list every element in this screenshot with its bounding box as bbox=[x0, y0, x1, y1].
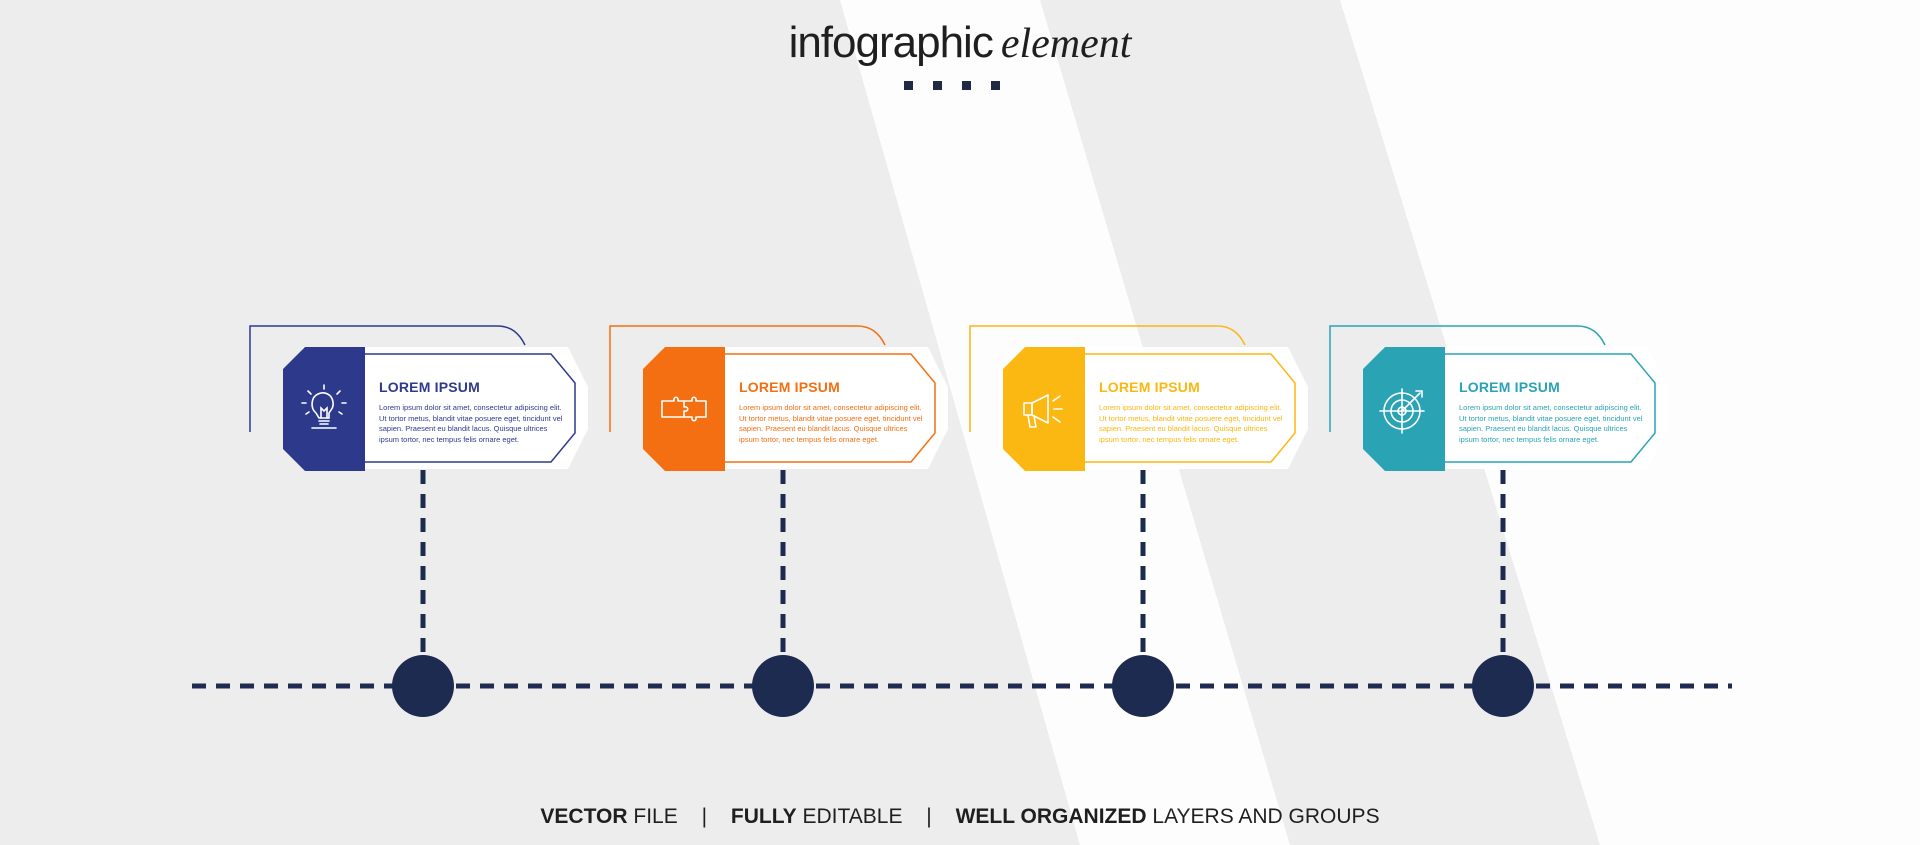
timeline-node bbox=[752, 655, 814, 717]
card-outline bbox=[609, 325, 886, 432]
card-title: LOREM IPSUM bbox=[1459, 379, 1560, 395]
footer-caption: VECTOR FILE | FULLY EDITABLE | WELL ORGA… bbox=[0, 805, 1920, 829]
timeline-node bbox=[392, 655, 454, 717]
timeline-node bbox=[1112, 655, 1174, 717]
icon-block bbox=[1363, 347, 1445, 471]
title-dots bbox=[904, 81, 1000, 90]
card-body: Lorem ipsum dolor sit amet, consectetur … bbox=[379, 403, 563, 444]
title-dot bbox=[991, 81, 1000, 90]
card-title: LOREM IPSUM bbox=[379, 379, 480, 395]
icon-block bbox=[283, 347, 365, 471]
card-body: Lorem ipsum dolor sit amet, consectetur … bbox=[1099, 403, 1283, 444]
footer-text-2: EDITABLE bbox=[796, 805, 903, 828]
icon-block bbox=[1003, 347, 1085, 471]
footer-separator: | bbox=[926, 805, 932, 828]
footer-bold-2: FULLY bbox=[730, 805, 797, 828]
step-card-2: LOREM IPSUM Lorem ipsum dolor sit amet, … bbox=[609, 325, 973, 475]
title-dot bbox=[904, 81, 913, 90]
step-card-4: LOREM IPSUM Lorem ipsum dolor sit amet, … bbox=[1329, 325, 1693, 475]
target-icon bbox=[1379, 388, 1425, 434]
card-title: LOREM IPSUM bbox=[1099, 379, 1200, 395]
title-main: infographic bbox=[788, 18, 994, 67]
icon-block bbox=[643, 347, 725, 471]
megaphone-icon bbox=[1023, 394, 1063, 428]
card-outline bbox=[1329, 325, 1606, 432]
title-dot bbox=[962, 81, 971, 90]
timeline-connectors bbox=[392, 470, 1534, 717]
footer-text-1: FILE bbox=[627, 805, 678, 828]
card-border bbox=[643, 347, 943, 469]
step-card-1: LOREM IPSUM Lorem ipsum dolor sit amet, … bbox=[249, 325, 613, 475]
title-sub: element bbox=[1000, 21, 1132, 67]
card-border bbox=[1003, 347, 1303, 469]
puzzle-icon bbox=[661, 396, 707, 422]
card-title: LOREM IPSUM bbox=[739, 379, 840, 395]
card-body: Lorem ipsum dolor sit amet, consectetur … bbox=[1459, 403, 1643, 444]
card-border bbox=[283, 347, 583, 469]
lightbulb-icon bbox=[301, 384, 347, 429]
timeline-node bbox=[1472, 655, 1534, 717]
footer-bold-3: WELL ORGANIZED bbox=[955, 805, 1147, 828]
footer-separator: | bbox=[701, 805, 708, 828]
card-outline bbox=[249, 325, 526, 432]
title-dot bbox=[933, 81, 942, 90]
step-card-3: LOREM IPSUM Lorem ipsum dolor sit amet, … bbox=[969, 325, 1333, 475]
footer-bold-1: VECTOR bbox=[540, 805, 628, 828]
card-border bbox=[1363, 347, 1663, 469]
footer-text-3: LAYERS AND GROUPS bbox=[1146, 805, 1380, 828]
card-outline bbox=[969, 325, 1246, 432]
card-body: Lorem ipsum dolor sit amet, consectetur … bbox=[739, 403, 923, 444]
